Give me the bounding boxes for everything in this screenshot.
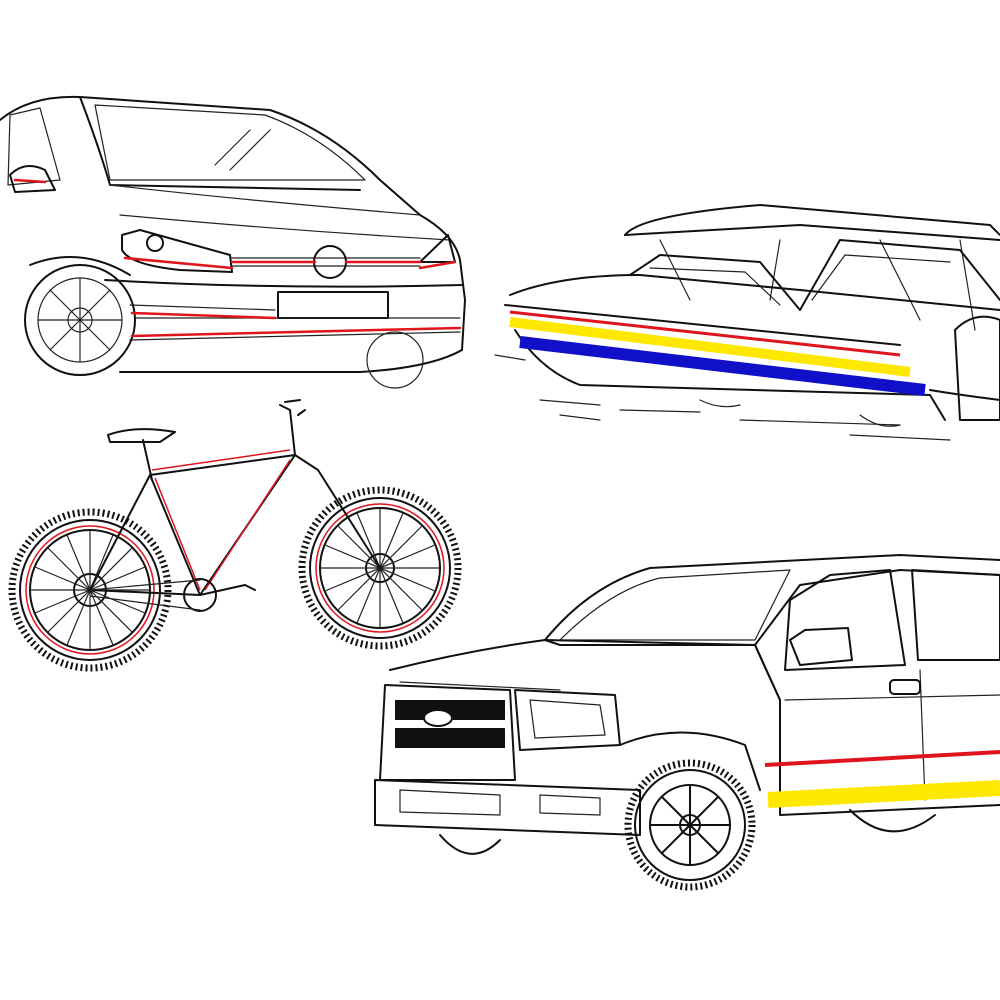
truck-red-stripe xyxy=(764,750,1000,767)
bike-front-rim-red-stripe xyxy=(315,503,445,633)
boat-red-stripe xyxy=(509,310,901,357)
hatchback-car xyxy=(0,95,466,389)
truck-grille-bar-lower xyxy=(395,728,505,748)
boat-blue-stripe xyxy=(519,336,926,396)
car-red-mirror-stripe xyxy=(13,178,47,184)
mountain-bike xyxy=(8,399,462,672)
bike-rear-rim-red-stripe xyxy=(25,525,155,655)
boat-yellow-stripe xyxy=(509,317,911,377)
car-red-stripe-right xyxy=(418,260,457,270)
pickup-truck xyxy=(374,554,1000,891)
speedboat xyxy=(494,204,1000,441)
car-red-stripe-upper xyxy=(123,256,234,270)
bike-frame-red-stripe xyxy=(151,449,291,591)
truck-logo-emblem xyxy=(423,709,453,727)
truck-yellow-stripe xyxy=(767,780,1000,808)
truck-grille-bar-upper xyxy=(395,700,505,720)
car-red-stripe-lower xyxy=(130,311,462,338)
